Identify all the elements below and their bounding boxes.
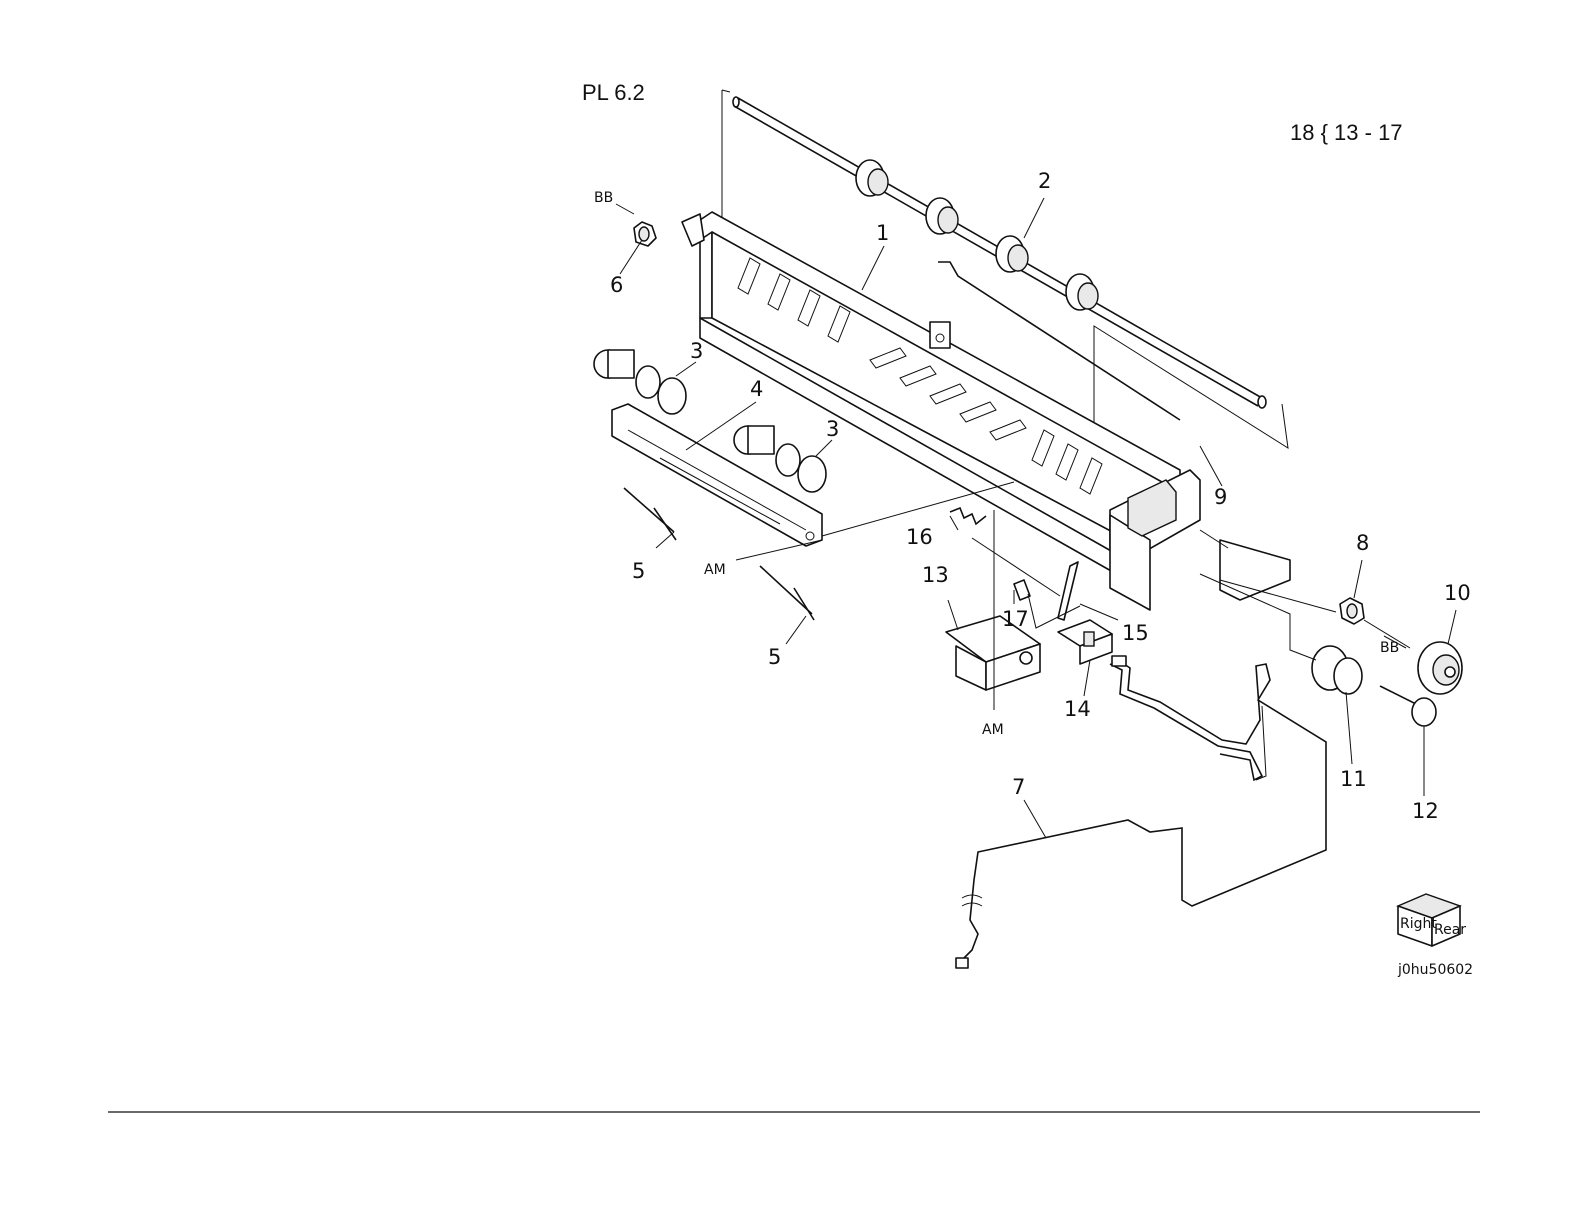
callout-12: 12 [1412,799,1439,823]
callout-10: 10 [1444,581,1471,605]
ref-am-bottom: AM [982,722,1004,738]
callout-9: 9 [1214,485,1227,509]
spring-right [760,566,814,620]
callout-6: 6 [610,273,623,297]
gear-10 [1418,642,1462,694]
bearing-right [1340,598,1364,624]
callout-15: 15 [1122,621,1149,645]
image-id: j0hu50602 [1397,962,1473,978]
callout-4: 4 [750,377,763,401]
orientation-cube: Right Rear [1398,894,1466,946]
callout-3-upper: 3 [690,339,703,363]
callout-14: 14 [1064,697,1091,721]
callout-8: 8 [1356,531,1369,555]
wire-harness [956,656,1326,968]
exit-chute-frame [682,212,1290,610]
spring-left [624,488,676,540]
callout-5-left: 5 [632,559,645,583]
ref-bb-left: BB [594,190,613,206]
callout-16: 16 [906,525,933,549]
callout-7: 7 [1012,775,1025,799]
kit-note: 18 { 13 - 17 [1290,120,1403,145]
sensor-14 [1058,620,1112,664]
callout-5-right: 5 [768,645,781,669]
callout-17: 17 [1002,607,1029,631]
knob-12 [1380,686,1436,726]
callout-11: 11 [1340,767,1367,791]
ref-am-left: AM [704,562,726,578]
callout-1: 1 [876,221,889,245]
plate-number: PL 6.2 [582,80,645,105]
callout-3-lower: 3 [826,417,839,441]
callout-13: 13 [922,563,949,587]
gear-11 [1312,646,1362,694]
cube-right-face: Right [1400,916,1437,932]
pinch-roller-upper [594,350,686,414]
ref-bb-right: BB [1380,640,1399,656]
callout-2: 2 [1038,169,1051,193]
cube-rear-face: Rear [1434,922,1466,938]
bearing-left [634,222,656,246]
